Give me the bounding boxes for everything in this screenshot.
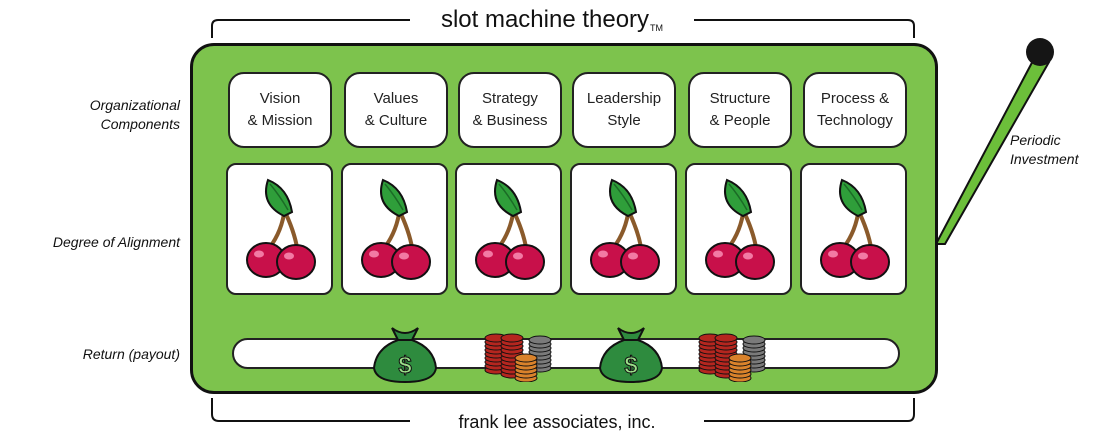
coin-stack-icon [484, 333, 552, 382]
reel-1 [226, 163, 333, 295]
cherry-icon [704, 178, 775, 280]
component-strategy-business: Strategy & Business [458, 72, 562, 148]
cherry-icon [589, 178, 660, 280]
reel-4 [570, 163, 677, 295]
component-structure-people: Structure & People [688, 72, 792, 148]
svg-text:$: $ [398, 352, 412, 379]
cherry-icon [474, 178, 545, 280]
title-bracket [211, 19, 915, 38]
payout-tray [232, 338, 900, 369]
money-bag-icon: $ [372, 327, 438, 384]
page-title: slot machine theoryTM [410, 2, 694, 38]
component-values-culture: Values & Culture [344, 72, 448, 148]
cherry-icon [245, 178, 316, 280]
coin-stack-icon [698, 333, 766, 382]
reel-2 [341, 163, 448, 295]
component-vision-mission: Vision & Mission [228, 72, 332, 148]
cherry-icon [819, 178, 890, 280]
row-label-components: Organizational Components [89, 97, 180, 132]
component-process-technology: Process & Technology [803, 72, 907, 148]
row-label-return: Return (payout) [82, 346, 180, 362]
lever-knob [1026, 38, 1054, 66]
reel-6 [800, 163, 907, 295]
cherry-icon [360, 178, 431, 280]
component-leadership-style: Leadership Style [572, 72, 676, 148]
reel-5 [685, 163, 792, 295]
lever-label: Periodic Investment [1010, 132, 1079, 167]
svg-text:$: $ [624, 352, 638, 379]
reel-3 [455, 163, 562, 295]
row-label-alignment: Degree of Alignment [52, 234, 180, 250]
money-bag-icon: $ [598, 327, 664, 384]
